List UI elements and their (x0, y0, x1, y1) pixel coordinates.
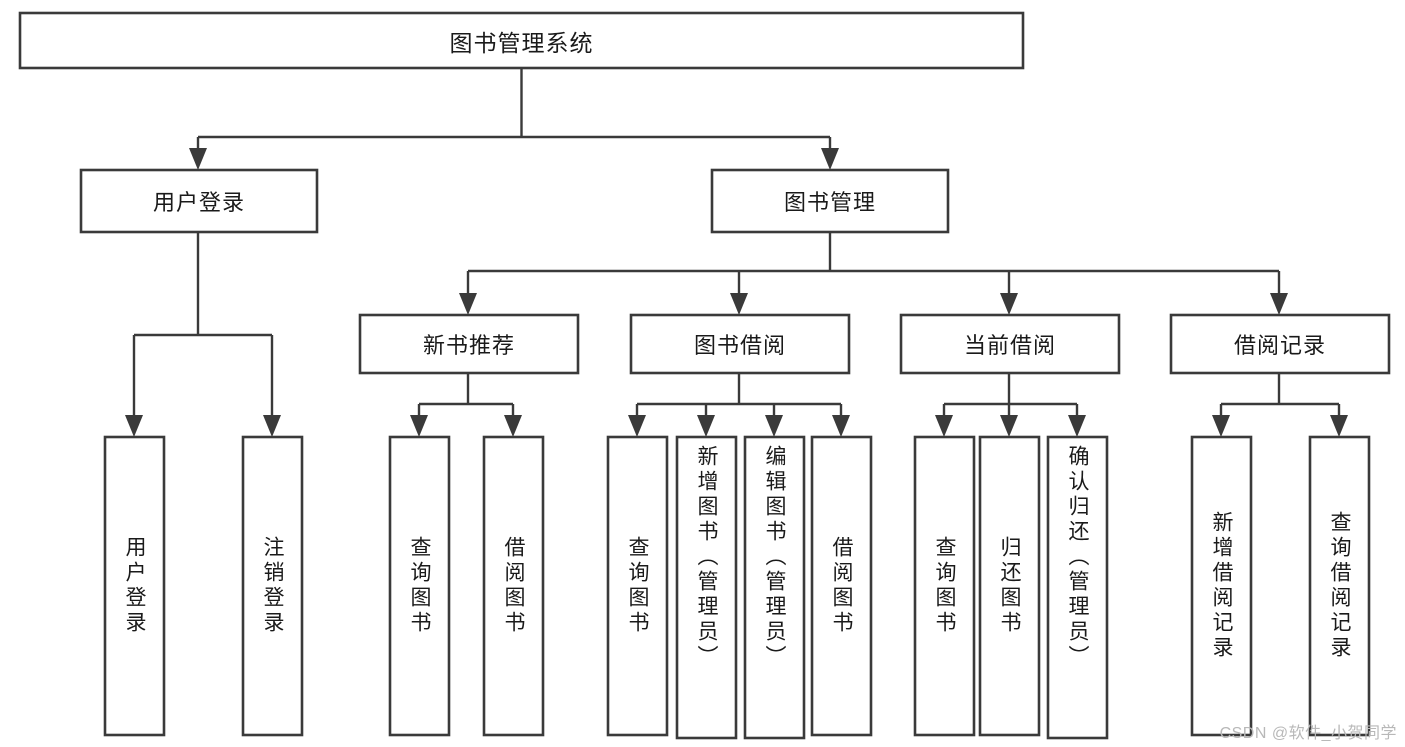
arrowhead-leaf-add-book (697, 415, 715, 437)
arrowhead-leaf-query-book-3 (935, 415, 953, 437)
arrowhead-book-borrow (730, 293, 748, 315)
node-box-leaf-query-book-1[interactable] (388, 435, 451, 737)
arrowhead-leaf-return-book (1000, 415, 1018, 437)
node-box-borrow-record[interactable] (1169, 313, 1391, 375)
arrowhead-leaf-borrow-book-2 (832, 415, 850, 437)
node-box-leaf-add-record[interactable] (1190, 435, 1253, 737)
node-box-leaf-query-book-3[interactable] (913, 435, 976, 737)
node-box-leaf-logout-login[interactable] (241, 435, 304, 737)
node-box-leaf-query-record[interactable] (1308, 435, 1371, 737)
node-box-new-book-recommend[interactable] (358, 313, 580, 375)
arrowhead-leaf-query-book-2 (628, 415, 646, 437)
arrowhead-user-login (189, 148, 207, 170)
node-box-root[interactable] (18, 11, 1025, 70)
node-box-leaf-query-book-2[interactable] (606, 435, 669, 737)
node-box-book-manage[interactable] (710, 168, 950, 234)
arrowhead-leaf-user-login (125, 415, 143, 437)
arrowhead-layer (125, 148, 1348, 437)
node-box-leaf-user-login[interactable] (103, 435, 166, 737)
node-box-leaf-return-book[interactable] (978, 435, 1041, 737)
arrowhead-leaf-query-book-1 (410, 415, 428, 437)
node-box-leaf-add-book[interactable] (675, 435, 738, 740)
node-box-book-borrow[interactable] (629, 313, 851, 375)
arrowhead-leaf-query-record (1330, 415, 1348, 437)
arrowhead-leaf-confirm-return (1068, 415, 1086, 437)
arrowhead-current-borrow (1000, 293, 1018, 315)
arrowhead-borrow-record (1270, 293, 1288, 315)
arrowhead-leaf-logout-login (263, 415, 281, 437)
arrowhead-leaf-add-record (1212, 415, 1230, 437)
node-box-leaf-edit-book[interactable] (743, 435, 806, 740)
edge-layer (132, 68, 1341, 417)
arrowhead-leaf-borrow-book-1 (504, 415, 522, 437)
csdn-watermark: CSDN @软件_小贺同学 (1219, 725, 1397, 742)
node-box-user-login[interactable] (79, 168, 319, 234)
node-box-leaf-borrow-book-1[interactable] (482, 435, 545, 737)
node-box-leaf-confirm-return[interactable] (1046, 435, 1109, 740)
node-box-current-borrow[interactable] (899, 313, 1121, 375)
node-layer (18, 11, 1391, 740)
arrowhead-book-manage (821, 148, 839, 170)
arrowhead-new-book-recommend (459, 293, 477, 315)
arrowhead-leaf-edit-book (765, 415, 783, 437)
node-box-leaf-borrow-book-2[interactable] (810, 435, 873, 737)
